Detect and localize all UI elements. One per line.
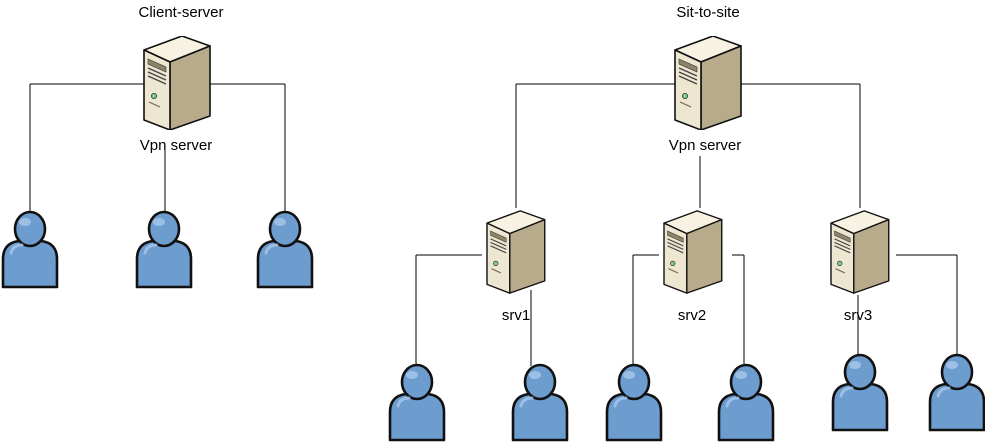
server-icon	[143, 36, 211, 130]
user-icon	[256, 210, 314, 289]
user-icon	[1, 210, 59, 289]
vpn-server-label: Vpn server	[669, 137, 742, 154]
site-to-site-title: Sit-to-site	[676, 4, 739, 21]
user-icon	[717, 363, 775, 442]
srv1-label: srv1	[502, 307, 530, 324]
server-icon	[663, 210, 723, 294]
server-icon	[486, 210, 546, 294]
user-icon	[605, 363, 663, 442]
client-server-title: Client-server	[138, 4, 223, 21]
srv3-label: srv3	[844, 307, 872, 324]
user-icon	[135, 210, 193, 289]
server-icon	[674, 36, 742, 130]
client-server-diagram: Client-server Vpn server	[1, 4, 314, 289]
site-to-site-diagram: Sit-to-site Vpn server srv1	[388, 4, 985, 442]
vpn-server-label: Vpn server	[140, 137, 213, 154]
user-icon	[928, 353, 985, 432]
user-icon	[831, 353, 889, 432]
user-icon	[388, 363, 446, 442]
srv2-label: srv2	[678, 307, 706, 324]
user-icon	[511, 363, 569, 442]
server-icon	[830, 210, 890, 294]
